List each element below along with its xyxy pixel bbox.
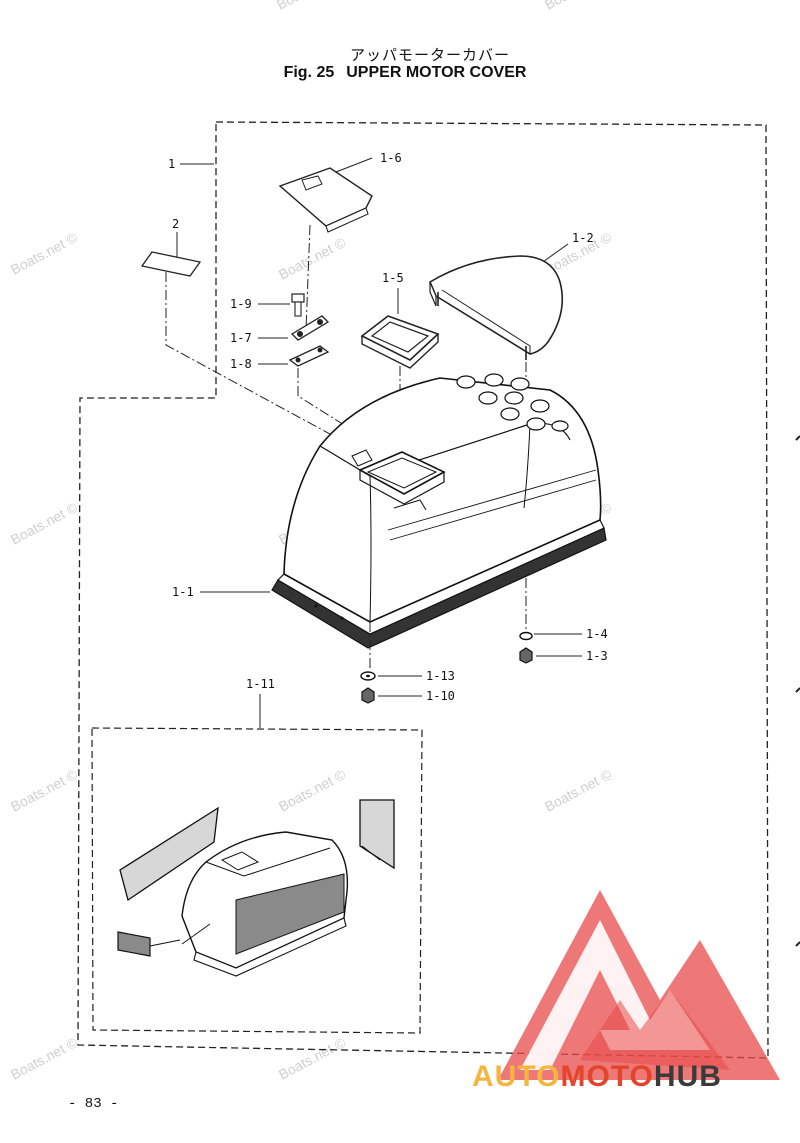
callout-1-5: 1-5 xyxy=(382,271,404,285)
callout-1: 1 xyxy=(168,157,175,171)
callout-1-9: 1-9 xyxy=(230,297,252,311)
washer-part xyxy=(519,631,533,641)
callout-1-4: 1-4 xyxy=(586,627,608,641)
figure-name: UPPER MOTOR COVER xyxy=(346,64,527,81)
logo-wordmark: AUTOMOTOHUB xyxy=(472,1060,722,1094)
bolt-part xyxy=(291,293,305,317)
grommet-part xyxy=(360,315,440,369)
watermark: Boats.net © xyxy=(8,1034,81,1083)
latch-part xyxy=(290,315,330,341)
diagram-title-japanese: アッパモーターカバー xyxy=(349,46,510,64)
watermark: Boats.net © xyxy=(8,766,81,815)
callout-1-13: 1-13 xyxy=(426,669,455,683)
watermark: Boats.net © xyxy=(542,766,615,815)
callout-1-3: 1-3 xyxy=(586,649,608,663)
callout-1-6: 1-6 xyxy=(380,151,402,165)
decal-set-boundary xyxy=(91,727,423,1034)
nut-part xyxy=(519,647,533,664)
watermark: Boats.net © xyxy=(8,229,81,278)
callout-1-1: 1-1 xyxy=(172,585,194,599)
hook-cover-part xyxy=(278,167,373,233)
callout-1-2: 1-2 xyxy=(572,231,594,245)
decal-set-part xyxy=(117,799,395,977)
vent-cluster xyxy=(456,373,569,432)
callout-1-11: 1-11 xyxy=(246,677,275,691)
diagram-title: Fig. 25 UPPER MOTOR COVER xyxy=(0,64,800,82)
callout-1-7: 1-7 xyxy=(230,331,252,345)
page-number: - 83 - xyxy=(68,1096,119,1112)
nut-part xyxy=(361,687,375,704)
assembly-boundary xyxy=(77,121,769,1059)
logo-word-moto: MOTO xyxy=(560,1060,654,1093)
watermark: Boats.net © xyxy=(276,766,349,815)
watermark: Boats.net © xyxy=(8,499,81,548)
washer-part xyxy=(360,671,376,681)
callout-2: 2 xyxy=(172,217,179,231)
watermark: Boats.net © xyxy=(542,0,615,13)
autormotohub-logo xyxy=(498,890,780,1080)
rear-cover-part xyxy=(428,255,564,360)
watermark: Boats.net © xyxy=(276,1034,349,1083)
callout-1-10: 1-10 xyxy=(426,689,455,703)
figure-number: Fig. 25 xyxy=(283,64,335,81)
motor-cover-part xyxy=(271,373,607,649)
logo-word-auto: AUTO xyxy=(472,1060,561,1093)
watermark: Boats.net © xyxy=(274,0,347,13)
watermark: Boats.net © xyxy=(276,234,349,283)
callout-1-8: 1-8 xyxy=(230,357,252,371)
plate-part xyxy=(288,345,330,367)
label-plate-part xyxy=(140,251,202,277)
logo-word-hub: HUB xyxy=(653,1060,722,1093)
